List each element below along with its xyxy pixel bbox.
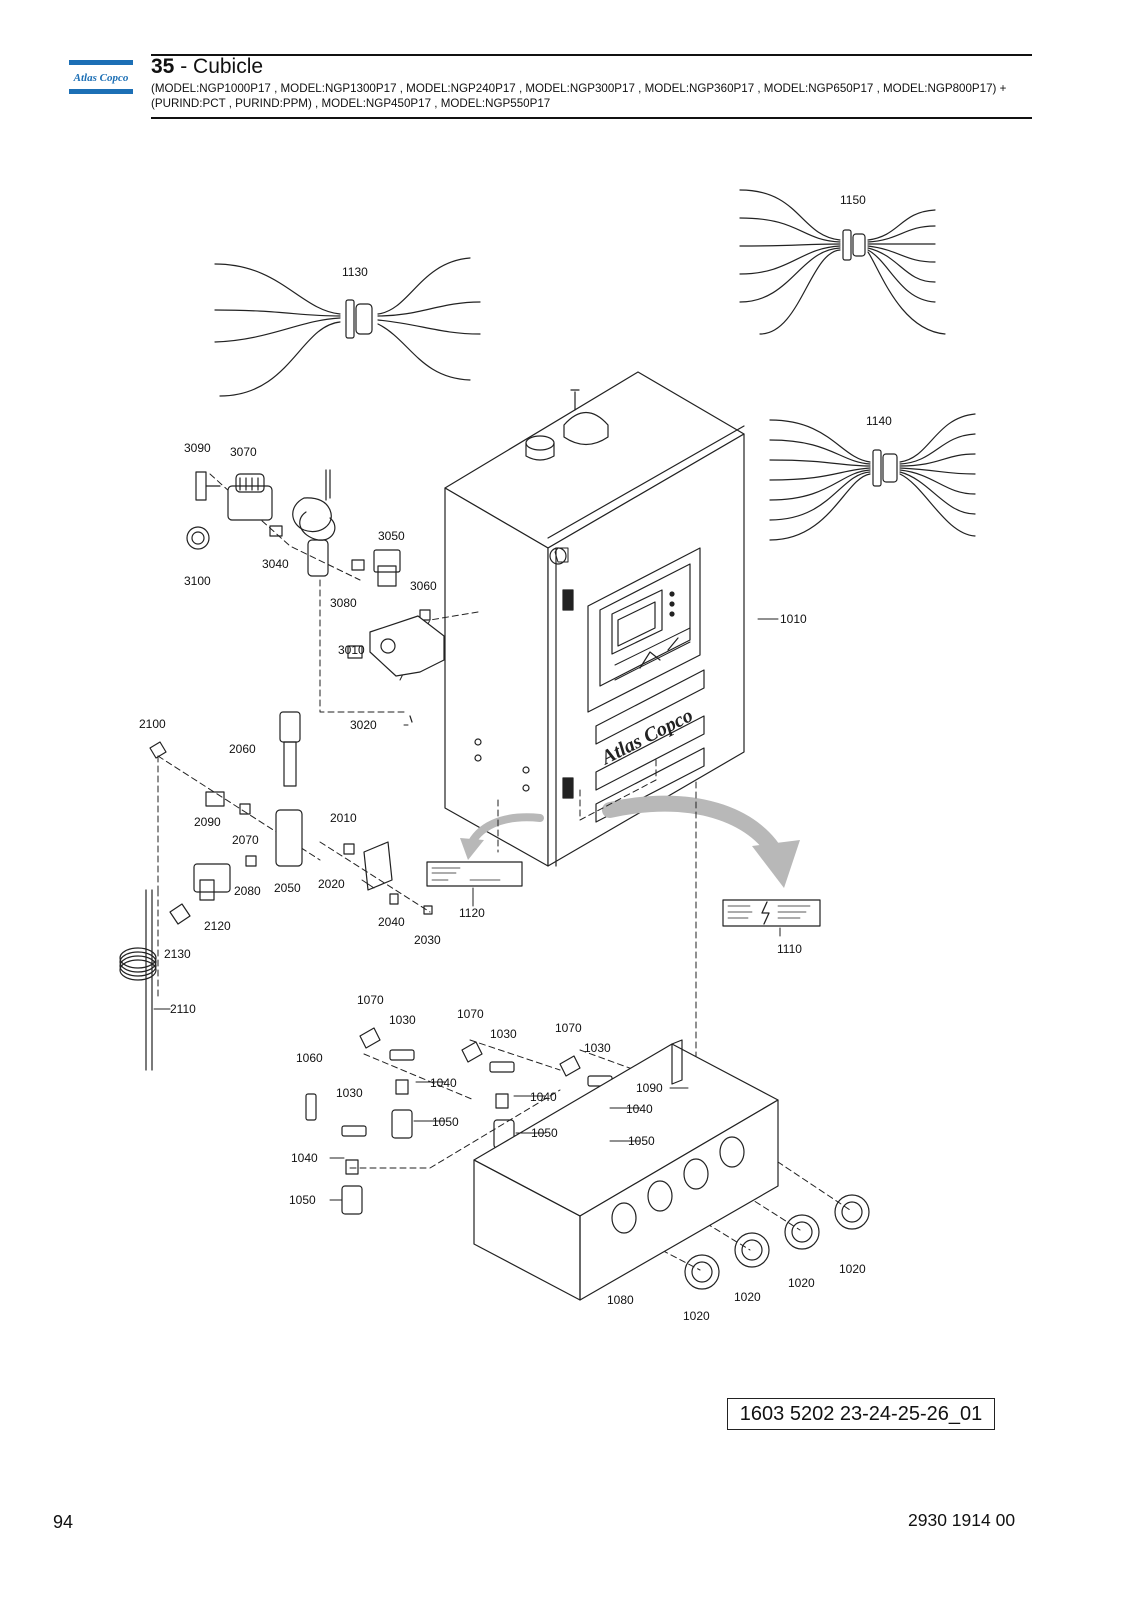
gauge-fittings-1000 — [305, 1027, 870, 1301]
callout-1110: 1110 — [777, 942, 802, 956]
callout-1150: 1150 — [840, 193, 866, 207]
callout-1020-d: 1020 — [839, 1262, 866, 1276]
callout-1080: 1080 — [607, 1293, 634, 1307]
warning-label-1120 — [426, 861, 523, 887]
callout-1040-b: 1040 — [530, 1090, 557, 1104]
air-regulator-assembly-3000 — [186, 469, 445, 723]
callout-1030-d: 1030 — [336, 1086, 363, 1100]
label-arrow-left-head — [460, 838, 484, 860]
callout-3100: 3100 — [184, 574, 211, 588]
warning-label-1110 — [722, 899, 821, 927]
callout-2080: 2080 — [234, 884, 261, 898]
callout-1040-c: 1040 — [626, 1102, 653, 1116]
callout-2090: 2090 — [194, 815, 221, 829]
callout-3020: 3020 — [350, 718, 377, 732]
page-number: 94 — [53, 1512, 74, 1532]
callout-1060: 1060 — [296, 1051, 323, 1065]
callout-1040-d: 1040 — [291, 1151, 318, 1165]
cable-harness-1150 — [739, 189, 946, 335]
callout-labels: 1150 1130 1140 1010 3090 3070 3050 3040 … — [139, 193, 892, 1323]
title-separator: - — [174, 55, 194, 78]
section-title: Cubicle — [193, 55, 264, 78]
section-number: 35 — [151, 55, 175, 78]
callout-2100: 2100 — [139, 717, 166, 731]
callout-2030: 2030 — [414, 933, 441, 947]
callout-2050: 2050 — [274, 881, 301, 895]
callout-2130: 2130 — [164, 947, 191, 961]
callout-2040: 2040 — [378, 915, 405, 929]
callout-3040: 3040 — [262, 557, 289, 571]
model-applicability: (MODEL:NGP1000P17 , MODEL:NGP1300P17 , M… — [151, 82, 1007, 110]
callout-2020: 2020 — [318, 877, 345, 891]
cubicle-cabinet-1010 — [444, 371, 745, 867]
callout-3060: 3060 — [410, 579, 437, 593]
callout-1030-b: 1030 — [490, 1027, 517, 1041]
callout-1090: 1090 — [636, 1081, 663, 1095]
callout-3070: 3070 — [230, 445, 257, 459]
callout-1070-b: 1070 — [457, 1007, 484, 1021]
callout-2120: 2120 — [204, 919, 231, 933]
callout-1070-c: 1070 — [555, 1021, 582, 1035]
callout-1140: 1140 — [866, 414, 892, 428]
callout-1020-c: 1020 — [788, 1276, 815, 1290]
callout-1050-a: 1050 — [432, 1115, 459, 1129]
callout-1020-b: 1020 — [734, 1290, 761, 1304]
svg-text:Atlas Copco: Atlas Copco — [73, 72, 129, 84]
callout-1050-d: 1050 — [289, 1193, 316, 1207]
label-arrow-right-head — [752, 840, 800, 888]
callout-1040-a: 1040 — [430, 1076, 457, 1090]
page-title: 35 - Cubicle — [151, 55, 263, 79]
callout-3010: 3010 — [338, 643, 365, 657]
callout-1070-a: 1070 — [357, 993, 384, 1007]
sensor-valve-assembly-2000 — [119, 711, 433, 1071]
callout-2010: 2010 — [330, 811, 357, 825]
document-number: 2930 1914 00 — [908, 1510, 1016, 1530]
callout-2110: 2110 — [170, 1002, 196, 1016]
callout-1010: 1010 — [780, 612, 807, 626]
callout-2060: 2060 — [229, 742, 256, 756]
header-top-rule — [151, 54, 1032, 56]
callout-1050-c: 1050 — [628, 1134, 655, 1148]
callout-1050-b: 1050 — [531, 1126, 558, 1140]
callout-1030-a: 1030 — [389, 1013, 416, 1027]
callout-3090: 3090 — [184, 441, 211, 455]
cable-harness-1140 — [769, 413, 976, 541]
header-bottom-rule — [151, 117, 1032, 119]
callout-1130: 1130 — [342, 265, 368, 279]
callout-3080: 3080 — [330, 596, 357, 610]
atlas-copco-logo: Atlas Copco — [69, 60, 133, 94]
cable-harness-1130 — [214, 257, 481, 397]
drawing-reference-code: 1603 5202 23-24-25-26_01 — [727, 1398, 995, 1430]
callout-1030-c: 1030 — [584, 1041, 611, 1055]
callout-1120: 1120 — [459, 906, 485, 920]
callout-1020-a: 1020 — [683, 1309, 710, 1323]
callout-2070: 2070 — [232, 833, 259, 847]
label-arrow-right — [602, 795, 786, 866]
callout-3050: 3050 — [378, 529, 405, 543]
